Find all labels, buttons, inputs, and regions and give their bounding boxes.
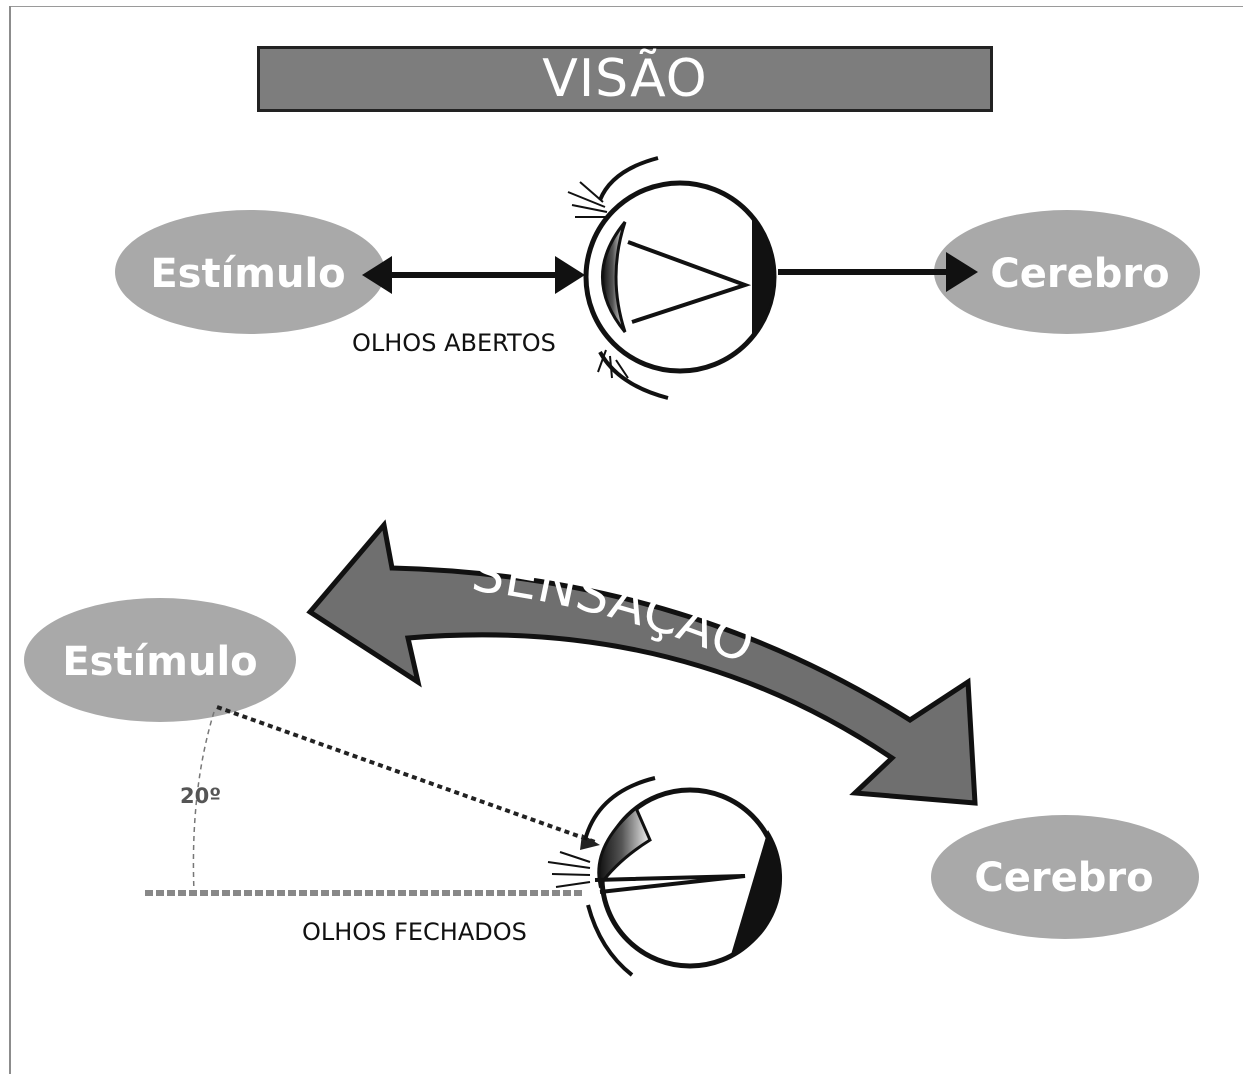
bottom-brain-ellipse — [931, 815, 1199, 939]
bottom-stimulus-label: Estímulo — [62, 639, 257, 685]
frame-top-border — [10, 6, 1243, 7]
top-brain-node: Cerebro — [934, 210, 1200, 334]
sight-line-head — [580, 834, 600, 850]
top-brain-ellipse — [934, 210, 1200, 334]
angle-arc — [192, 711, 215, 893]
bottom-stimulus-node: Estímulo — [24, 598, 296, 722]
eye-to-brain-arrow — [778, 252, 978, 292]
open-eyes-caption: OLHOS ABERTOS — [352, 329, 556, 357]
sensation-arrow: SENSAÇÃO — [306, 519, 978, 806]
double-arrow — [362, 256, 585, 294]
title-banner: VISÃO — [257, 46, 993, 112]
angle-label: 20º — [180, 784, 221, 808]
eye-to-brain-arrow-head — [946, 252, 978, 292]
top-stimulus-label: Estímulo — [150, 251, 345, 297]
sight-line — [216, 705, 596, 844]
bottom-brain-label: Cerebro — [974, 855, 1153, 901]
top-diagram: Estímulo Cerebro — [115, 156, 1200, 400]
page-title: VISÃO — [542, 49, 708, 109]
top-stimulus-ellipse — [115, 210, 385, 334]
top-brain-label: Cerebro — [990, 251, 1169, 297]
bottom-stimulus-ellipse — [24, 598, 296, 722]
top-stimulus-node: Estímulo — [115, 210, 385, 334]
closed-eyes-caption: OLHOS FECHADOS — [302, 918, 527, 946]
open-eye-icon — [567, 156, 777, 400]
closed-eye-icon — [547, 776, 783, 977]
frame-left-border — [9, 6, 11, 1074]
bottom-diagram: SENSAÇÃO Estímulo Cerebro 20º — [24, 519, 1199, 977]
bottom-brain-node: Cerebro — [931, 815, 1199, 939]
double-arrow-left-head — [362, 256, 392, 294]
double-arrow-right-head — [555, 256, 585, 294]
